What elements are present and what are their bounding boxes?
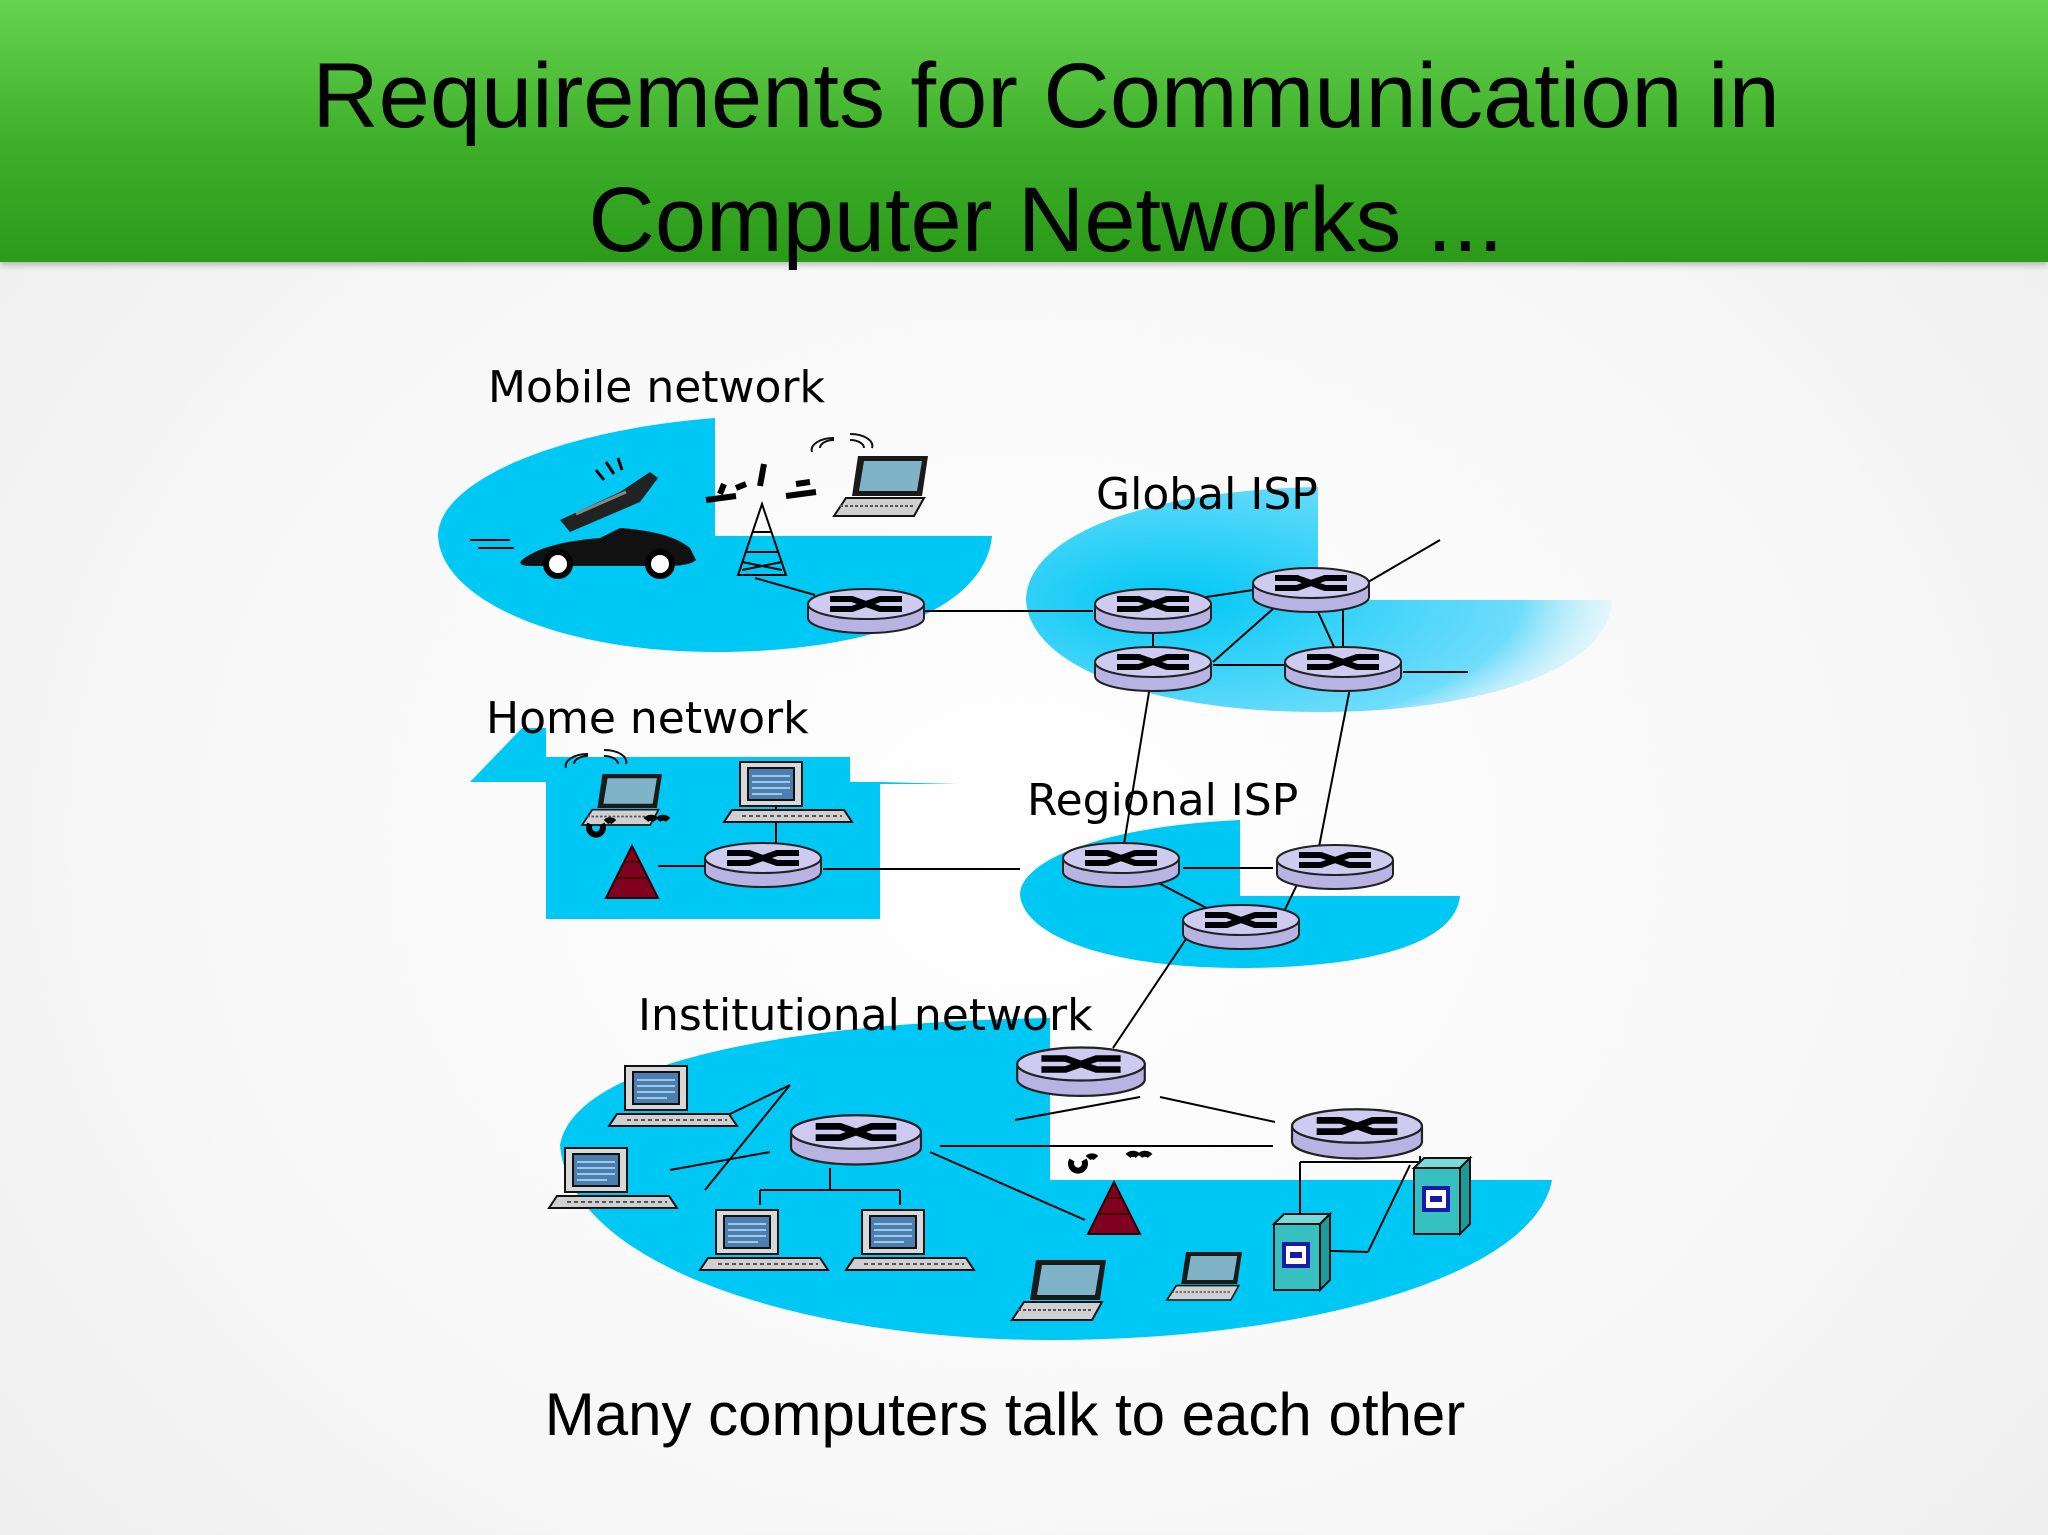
slide-title: Requirements for Communication in Comput…	[0, 34, 2048, 282]
institutional-core-router	[791, 1115, 921, 1164]
institutional-network-label: Institutional network	[638, 990, 1093, 1041]
slide-caption: Many computers talk to each other	[544, 1381, 1466, 1448]
institutional-edge-router	[1017, 1048, 1145, 1096]
regional-isp-router-3	[1183, 905, 1299, 949]
global-isp-router-1	[1095, 589, 1211, 633]
cell-tower-icon	[705, 463, 817, 576]
global-isp-router-2	[1253, 568, 1369, 612]
regional-isp-router-2	[1277, 845, 1393, 889]
home-network-label: Home network	[486, 693, 809, 744]
title-line-2: Computer Networks ...	[588, 169, 1504, 271]
regional-isp-router-1	[1063, 843, 1179, 887]
car-icon	[470, 528, 696, 579]
global-isp-router-3	[1095, 647, 1211, 691]
mobile-gateway-router	[808, 589, 924, 633]
regional-isp-label: Regional ISP	[1027, 775, 1298, 826]
institutional-server-router	[1292, 1109, 1422, 1158]
title-banner	[0, 0, 2048, 262]
global-isp-label: Global ISP	[1096, 469, 1318, 520]
cell-phone-icon	[560, 457, 658, 532]
mobile-laptop-icon	[833, 455, 929, 517]
global-isp-router-4	[1285, 647, 1401, 691]
home-network-area	[470, 728, 958, 919]
server-2-icon	[1412, 1156, 1472, 1236]
home-router	[705, 843, 821, 887]
title-line-1: Requirements for Communication in	[312, 45, 1780, 147]
mobile-wireless-signal-icon	[810, 432, 874, 453]
mobile-network-label: Mobile network	[488, 362, 826, 413]
server-1-icon	[1272, 1212, 1332, 1292]
